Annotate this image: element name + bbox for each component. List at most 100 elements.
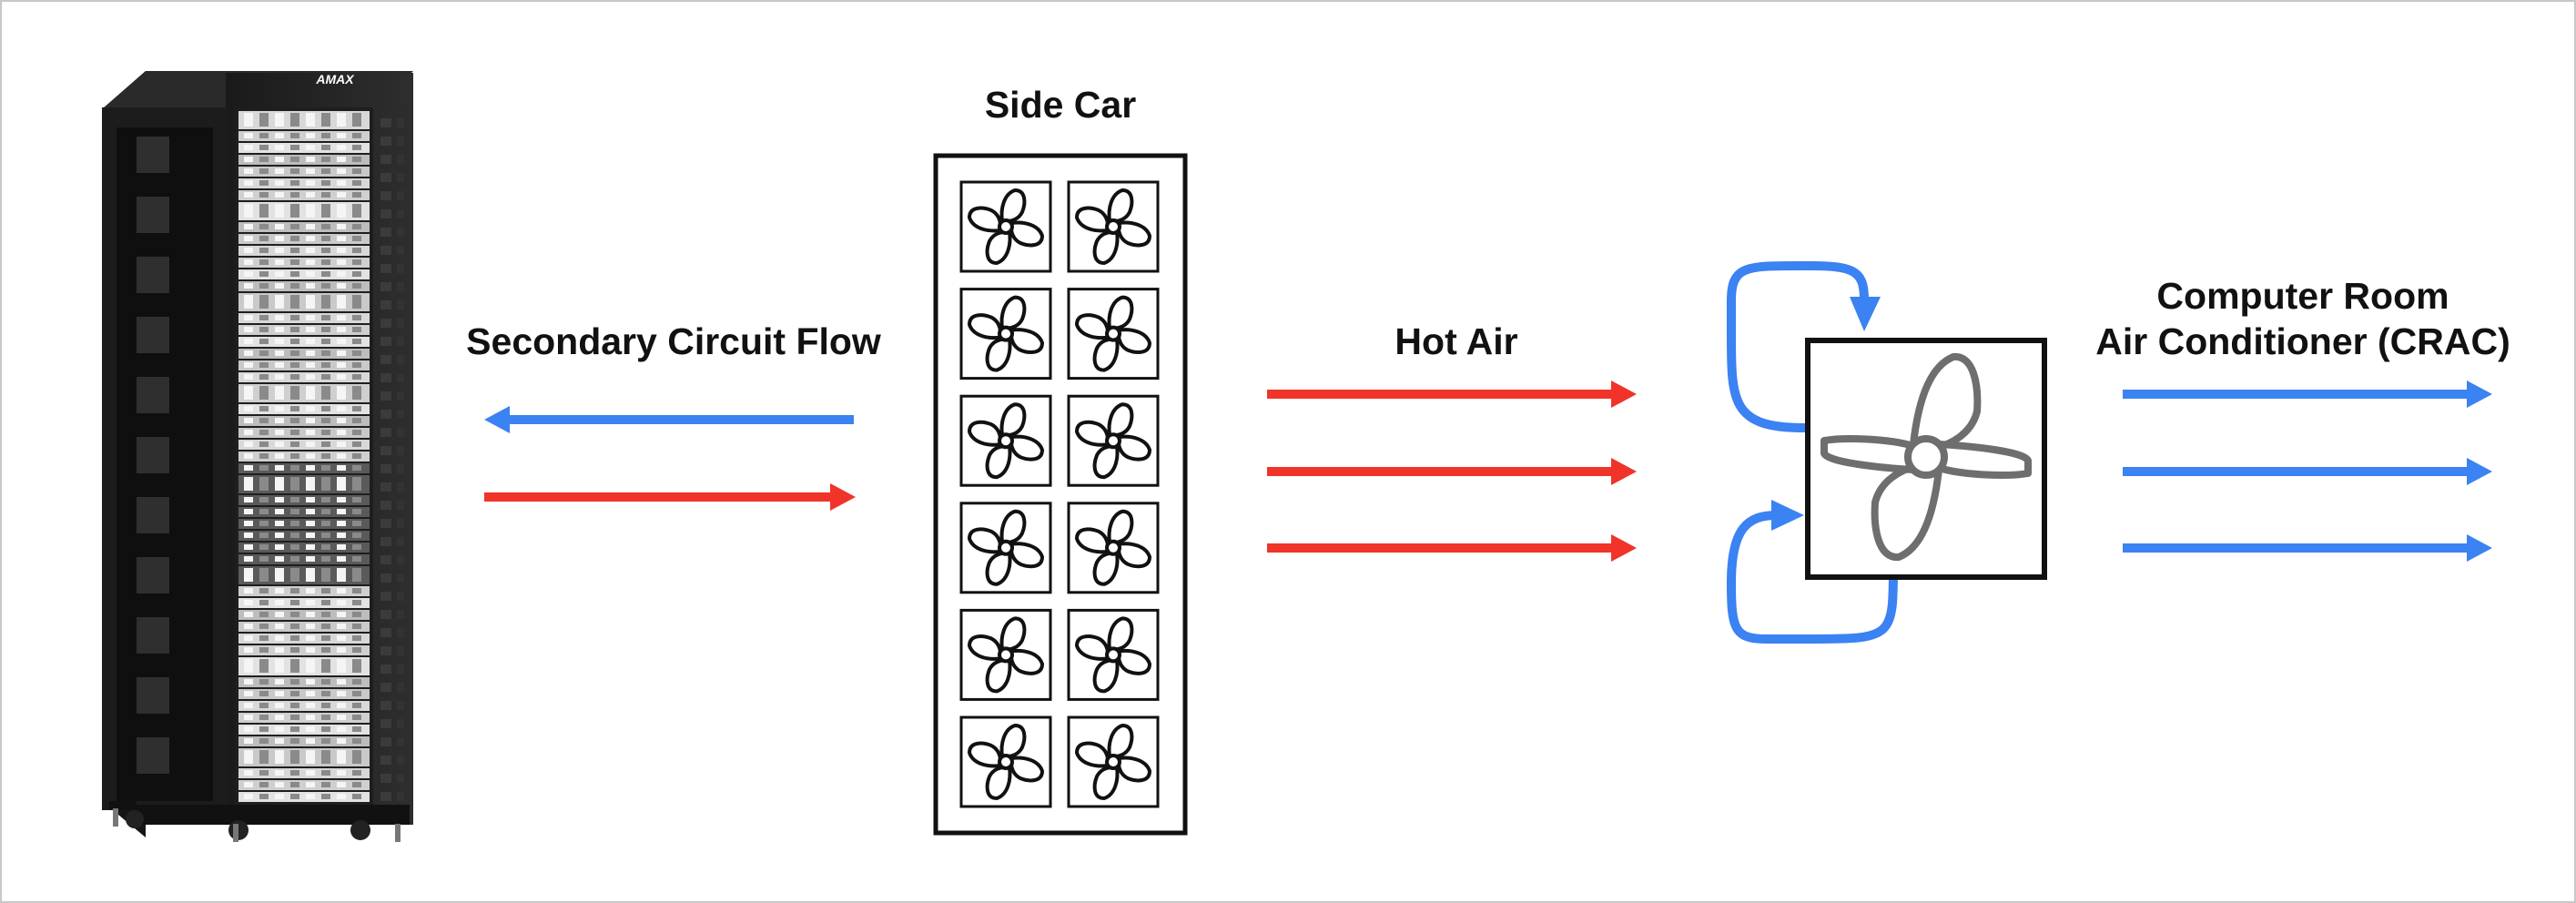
rack-server-unit <box>238 531 370 541</box>
rack-server-unit <box>238 748 370 766</box>
rack-server-unit <box>238 325 370 335</box>
fan-icon <box>959 715 1052 808</box>
rack-server-unit <box>238 495 370 505</box>
fan-icon <box>959 394 1052 487</box>
rack-server-unit <box>238 677 370 687</box>
rack-side-slot <box>137 377 169 413</box>
rack-server-unit <box>238 404 370 414</box>
secondary-circuit-flow-label: Secondary Circuit Flow <box>466 320 881 362</box>
fan-icon <box>959 288 1052 380</box>
rack-server-unit <box>238 269 370 279</box>
rack-server-unit <box>238 554 370 564</box>
rack-server-unit <box>238 566 370 584</box>
rack-server-unit <box>238 202 370 220</box>
rack-server-unit <box>238 519 370 529</box>
side-car-fan-grid <box>959 180 1160 808</box>
rack-server-unit <box>238 475 370 493</box>
crac-label-line2: Air Conditioner (CRAC) <box>2095 320 2510 362</box>
rack-side-slot <box>137 137 169 173</box>
fan-icon <box>1067 180 1160 273</box>
rack-side-slots <box>137 137 169 774</box>
rack-server-unit <box>238 293 370 311</box>
rack-server-unit <box>238 222 370 232</box>
rack-server-unit <box>238 428 370 438</box>
rack-server-unit <box>238 736 370 746</box>
rack-server-unit <box>238 780 370 790</box>
rack-server-unit <box>238 725 370 735</box>
rack-server-unit <box>238 337 370 347</box>
fan-icon <box>1067 288 1160 380</box>
rack-server-unit <box>238 234 370 244</box>
fan-icon <box>959 502 1052 594</box>
rack-server-unit <box>238 190 370 200</box>
rack-server-unit <box>238 792 370 802</box>
fan-icon <box>959 180 1052 273</box>
fan-icon <box>1067 715 1160 808</box>
cool-air-arrow-3 <box>2123 534 2492 562</box>
secondary-return-arrow <box>484 406 854 433</box>
side-car-unit <box>933 153 1188 836</box>
crac-output-arrows <box>2123 380 2492 562</box>
server-rack: AMAX <box>102 71 413 842</box>
crac-fan-icon <box>1820 353 2032 561</box>
hot-air-arrows <box>1267 380 1637 562</box>
secondary-supply-arrow <box>484 483 856 511</box>
rack-brand-logo: AMAX <box>315 72 355 86</box>
rack-server-unit <box>238 507 370 517</box>
rack-side-slot <box>137 497 169 533</box>
rack-side-slot <box>137 197 169 233</box>
fan-icon <box>959 608 1052 701</box>
rack-server-unit <box>238 111 370 129</box>
cool-air-arrow-2 <box>2123 458 2492 485</box>
rack-server-unit <box>238 384 370 402</box>
rack-server-unit <box>238 622 370 632</box>
crac-unit <box>1726 260 2047 644</box>
fan-icon <box>1067 608 1160 701</box>
rack-server-unit <box>238 167 370 177</box>
rack-server-units <box>238 111 370 802</box>
rack-server-unit <box>238 178 370 188</box>
rack-side-slot <box>137 257 169 293</box>
rack-server-unit <box>238 440 370 450</box>
rack-server-unit <box>238 349 370 359</box>
fan-icon <box>1067 502 1160 594</box>
hot-air-arrow-1 <box>1267 380 1637 408</box>
crac-arrow-head-left <box>1771 500 1804 531</box>
cool-air-arrow-1 <box>2123 380 2492 408</box>
rack-server-unit <box>238 246 370 256</box>
rack-server-unit <box>238 657 370 675</box>
rack-server-unit <box>238 372 370 382</box>
rack-server-unit <box>238 131 370 141</box>
rack-server-unit <box>238 258 370 268</box>
rack-server-unit <box>238 713 370 723</box>
rack-side-slot <box>137 557 169 594</box>
crac-recirculation-arrows <box>1726 260 1898 644</box>
secondary-circuit-arrows <box>484 406 856 511</box>
side-car-label: Side Car <box>984 84 1137 126</box>
rack-vents <box>380 118 404 801</box>
rack-server-unit <box>238 634 370 644</box>
rack-side-slot <box>137 437 169 473</box>
rack-server-unit <box>238 586 370 596</box>
rack-server-unit <box>238 598 370 608</box>
rack-side-slot <box>137 617 169 654</box>
crac-arrow-head-top <box>1850 297 1881 331</box>
hot-air-arrow-3 <box>1267 534 1637 562</box>
rack-server-unit <box>238 281 370 291</box>
rack-server-unit <box>238 645 370 655</box>
rack-server-unit <box>238 313 370 323</box>
rack-server-unit <box>238 689 370 699</box>
rack-server-unit <box>238 463 370 473</box>
rack-server-unit <box>238 360 370 370</box>
rack-server-unit <box>238 768 370 778</box>
rack-server-unit <box>238 143 370 153</box>
crac-label-line1: Computer Room <box>2156 275 2449 317</box>
rack-server-unit <box>238 452 370 462</box>
fan-icon <box>1067 394 1160 487</box>
rack-side-slot <box>137 677 169 714</box>
hot-air-arrow-2 <box>1267 458 1637 485</box>
rack-side-slot <box>137 737 169 774</box>
rack-server-unit <box>238 155 370 165</box>
